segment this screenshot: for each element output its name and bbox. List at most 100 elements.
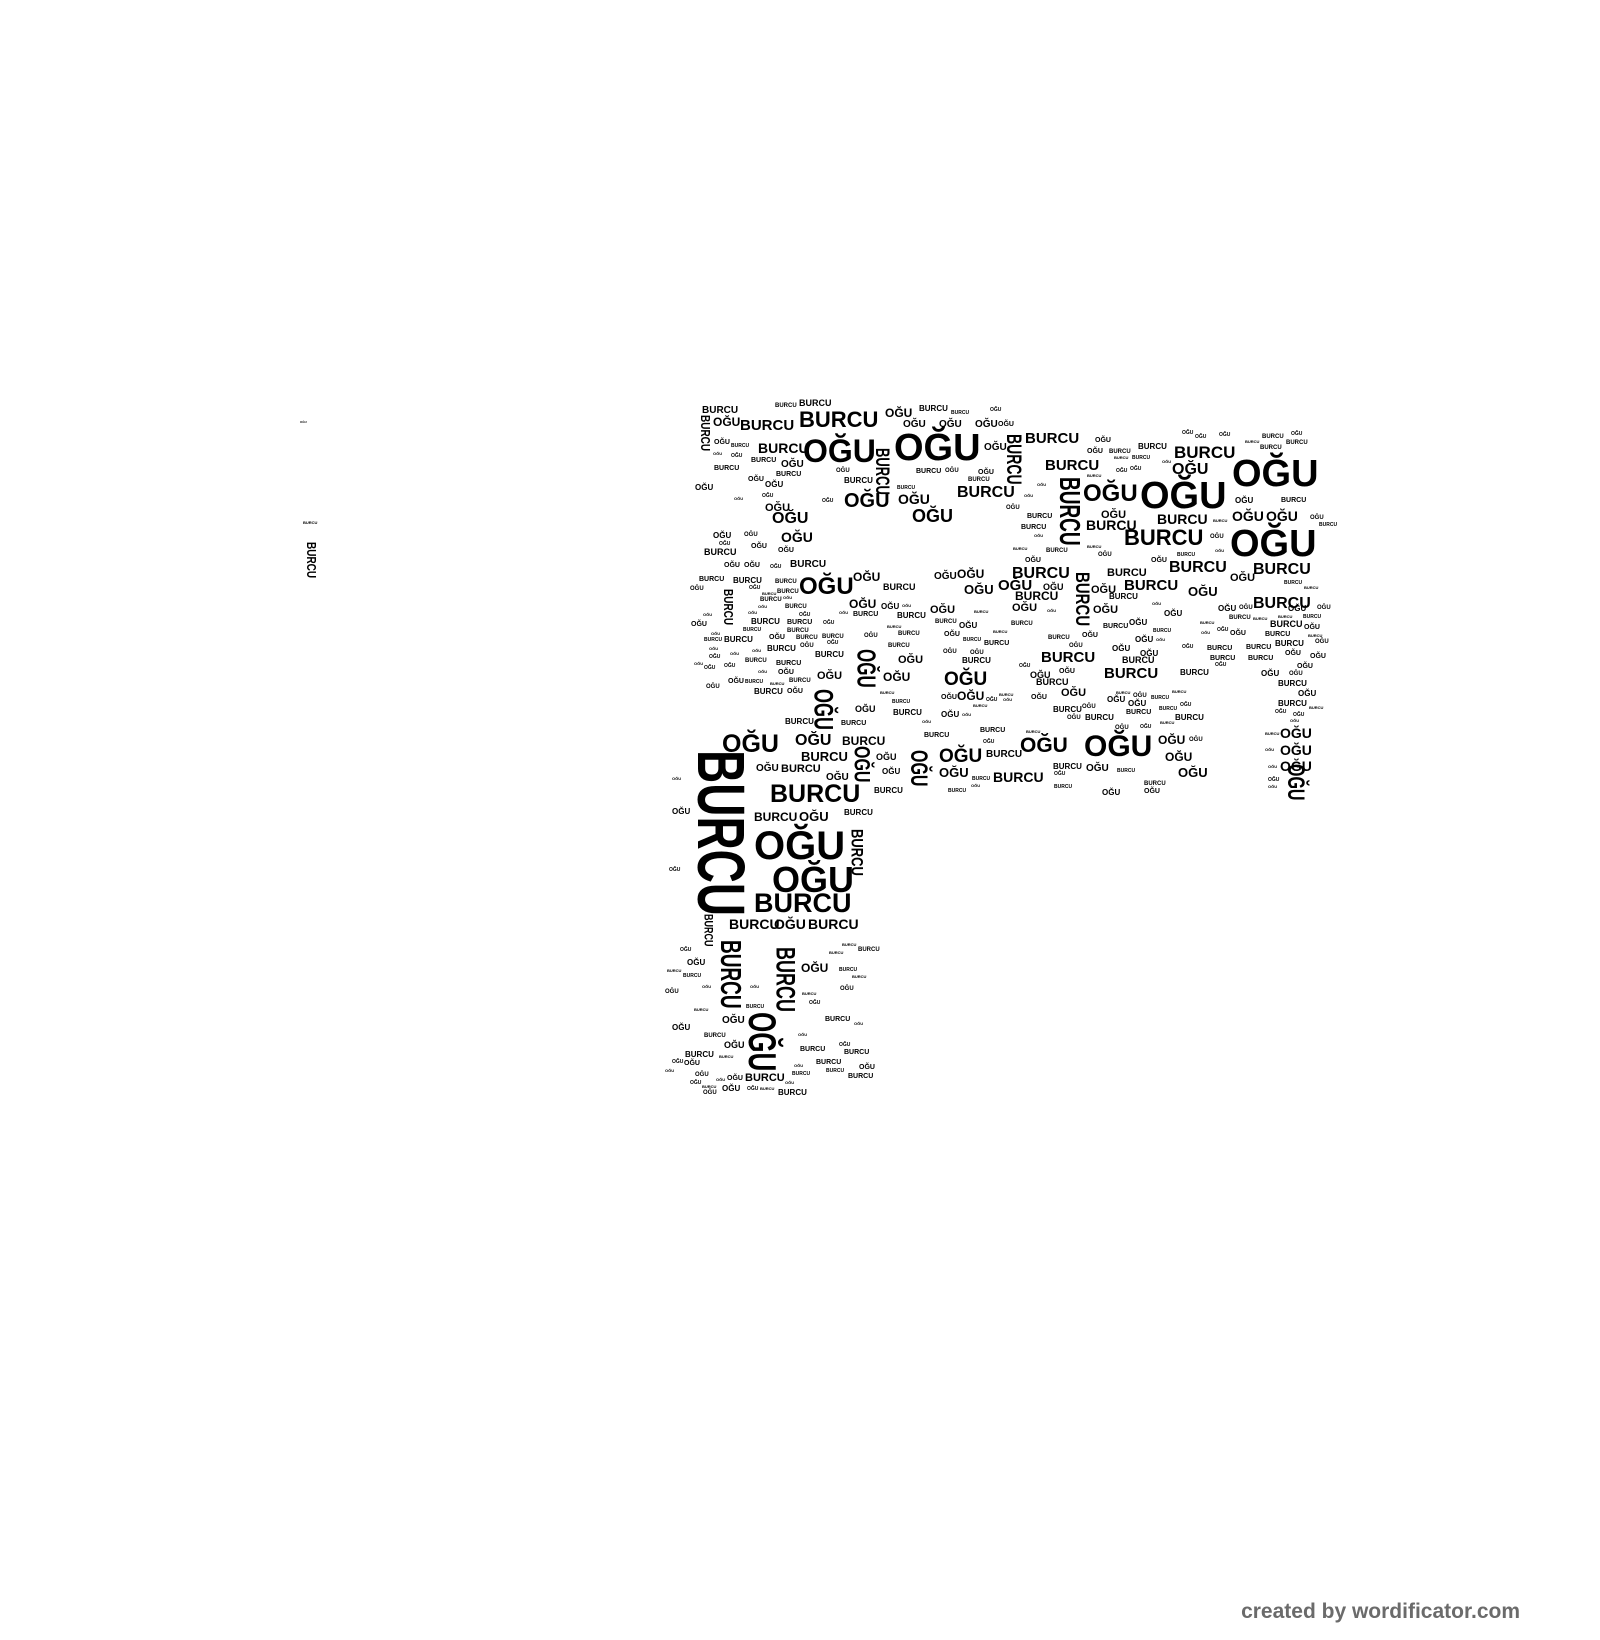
cloud-word-ogu: OĞU bbox=[998, 577, 1033, 594]
cloud-filler-word: BURCU bbox=[816, 1059, 842, 1066]
cloud-filler-word: BURCU bbox=[683, 973, 702, 979]
cloud-filler-word: BURCU bbox=[1117, 768, 1136, 774]
cloud-word-ogu: OĞU bbox=[1091, 584, 1117, 596]
cloud-filler-word: OĞU bbox=[1310, 515, 1324, 521]
cloud-word-ogu: OĞU bbox=[984, 442, 1007, 453]
cloud-filler-word: BURCU bbox=[1304, 585, 1319, 590]
cloud-filler-word: BURCU bbox=[874, 786, 903, 795]
cloud-filler-word: BURCU bbox=[1253, 616, 1268, 621]
cloud-word-ogu: OĞU bbox=[754, 824, 846, 868]
cloud-filler-word: BURCU bbox=[714, 465, 740, 472]
cloud-filler-word: OĞU bbox=[970, 650, 984, 656]
cloud-filler-word: BURCU bbox=[897, 485, 916, 491]
cloud-word-ogu: OĞU bbox=[1285, 650, 1301, 657]
cloud-filler-word: OĞU bbox=[769, 634, 785, 641]
cloud-word-ogu: OĞU bbox=[300, 420, 307, 424]
cloud-word-burcu: BURCU bbox=[1278, 699, 1307, 708]
cloud-filler-word: BURCU bbox=[822, 634, 844, 640]
cloud-filler-word: BURCU bbox=[972, 776, 991, 782]
cloud-filler-word: BURCU bbox=[924, 732, 950, 739]
cloud-filler-word: OĞU bbox=[1135, 635, 1154, 644]
cloud-word-ogu: OĞU bbox=[855, 704, 876, 714]
cloud-filler-word: OĞU bbox=[798, 1032, 808, 1037]
cloud-word-ogu: OĞU bbox=[883, 670, 911, 684]
cloud-word-ogu: OĞU bbox=[1282, 764, 1308, 801]
cloud-filler-word: OĞU bbox=[1290, 718, 1300, 723]
cloud-filler-word: OĞU bbox=[1180, 702, 1192, 708]
cloud-word-burcu: BURCU bbox=[1109, 592, 1138, 601]
cloud-filler-word: OĞU bbox=[1230, 630, 1246, 637]
cloud-filler-word: OĞU bbox=[770, 564, 782, 570]
cloud-filler-word: BURCU bbox=[963, 637, 982, 643]
cloud-word-burcu: BURCU bbox=[770, 780, 861, 808]
cloud-word-ogu: OĞU bbox=[1061, 687, 1087, 699]
cloud-filler-word: BURCU bbox=[948, 788, 967, 794]
cloud-filler-word: OĞU bbox=[722, 1084, 741, 1093]
cloud-word-burcu: BURCU bbox=[1122, 655, 1155, 665]
cloud-filler-word: OĞU bbox=[1261, 669, 1280, 678]
cloud-word-burcu: BURCU bbox=[702, 914, 715, 947]
cloud-word-burcu: BURCU bbox=[808, 916, 859, 932]
cloud-filler-word: BURCU bbox=[984, 640, 1010, 647]
cloud-word-burcu: BURCU bbox=[1070, 572, 1093, 627]
cloud-filler-word: BURCU bbox=[829, 950, 844, 955]
cloud-word-burcu: BURCU bbox=[1015, 589, 1059, 603]
cloud-filler-word: BURCU bbox=[968, 477, 990, 483]
cloud-word-burcu: BURCU bbox=[1169, 559, 1227, 576]
cloud-filler-word: OĞU bbox=[684, 1060, 700, 1067]
cloud-filler-word: OĞU bbox=[1107, 695, 1126, 704]
cloud-filler-word: BURCU bbox=[1210, 655, 1236, 662]
cloud-filler-word: BURCU bbox=[1053, 705, 1082, 714]
cloud-filler-word: BURCU bbox=[699, 576, 725, 583]
cloud-filler-word: BURCU bbox=[743, 627, 762, 633]
cloud-filler-word: OĞU bbox=[1059, 668, 1075, 675]
cloud-filler-word: OĞU bbox=[730, 651, 740, 656]
cloud-word-ogu: OĞU bbox=[851, 649, 881, 688]
cloud-filler-word: OĞU bbox=[778, 669, 794, 676]
cloud-filler-word: OĞU bbox=[1289, 671, 1303, 677]
cloud-word-ogu: OĞU bbox=[1083, 480, 1138, 507]
cloud-filler-word: BURCU bbox=[1284, 580, 1303, 586]
cloud-word-ogu: OĞU bbox=[1172, 461, 1209, 478]
cloud-filler-word: BURCU bbox=[1207, 645, 1233, 652]
cloud-word-ogu: OĞU bbox=[930, 604, 956, 616]
cloud-word-ogu: OĞU bbox=[876, 752, 897, 762]
cloud-filler-word: OĞU bbox=[1201, 630, 1211, 635]
cloud-filler-word: BURCU bbox=[848, 1073, 874, 1080]
cloud-word-burcu: BURCU bbox=[1104, 665, 1159, 682]
cloud-filler-word: OĞU bbox=[702, 984, 712, 989]
cloud-filler-word: BURCU bbox=[685, 1050, 714, 1059]
cloud-filler-word: OĞU bbox=[1133, 693, 1147, 699]
cloud-word-burcu: BURCU bbox=[770, 947, 801, 1012]
cloud-filler-word: BURCU bbox=[731, 443, 750, 449]
cloud-word-burcu: BURCU bbox=[1025, 430, 1080, 447]
cloud-filler-word: BURCU bbox=[1160, 720, 1175, 725]
cloud-filler-word: BURCU bbox=[935, 619, 957, 625]
cloud-word-ogu: OĞU bbox=[849, 746, 873, 783]
cloud-word-ogu: OĞU bbox=[1230, 572, 1256, 584]
cloud-filler-word: BURCU bbox=[694, 1007, 709, 1012]
cloud-filler-word: OĞU bbox=[1067, 715, 1081, 721]
cloud-filler-word: BURCU bbox=[1087, 544, 1102, 549]
cloud-word-burcu: BURCU bbox=[957, 484, 1015, 501]
cloud-filler-word: OĞU bbox=[731, 453, 743, 459]
cloud-filler-word: OĞU bbox=[1217, 627, 1229, 633]
cloud-word-ogu: OĞU bbox=[944, 669, 988, 690]
cloud-filler-word: BURCU bbox=[1260, 445, 1282, 451]
cloud-filler-word: OĞU bbox=[1129, 618, 1148, 627]
cloud-filler-word: OĞU bbox=[983, 739, 995, 745]
cloud-filler-word: BURCU bbox=[1180, 668, 1209, 677]
cloud-filler-word: OĞU bbox=[809, 1000, 821, 1006]
cloud-filler-word: OĞU bbox=[1054, 771, 1066, 777]
cloud-word-ogu: OĞU bbox=[1230, 523, 1317, 565]
cloud-word-ogu: OĞU bbox=[905, 750, 931, 787]
cloud-filler-word: BURCU bbox=[704, 1033, 726, 1039]
cloud-word-burcu: BURCU bbox=[1012, 565, 1070, 582]
cloud-word-burcu: BURCU bbox=[799, 398, 832, 408]
cloud-filler-word: OĞU bbox=[1164, 609, 1183, 618]
cloud-word-ogu: OĞU bbox=[1086, 763, 1109, 774]
cloud-filler-word: BURCU bbox=[1046, 548, 1068, 554]
cloud-word-burcu: BURCU bbox=[697, 415, 712, 452]
cloud-filler-word: BURCU bbox=[1265, 731, 1280, 736]
